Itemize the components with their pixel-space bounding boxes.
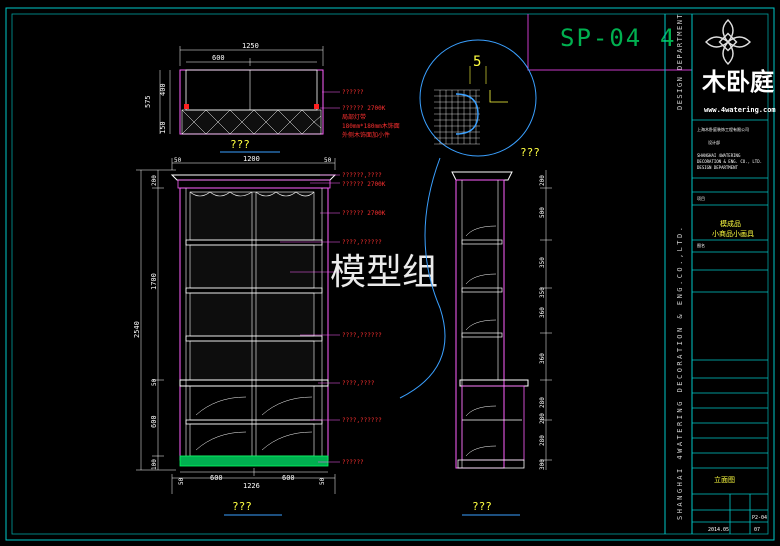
note-plan-1: ?????? <box>342 89 364 96</box>
watermark: 模型组 <box>330 252 438 293</box>
note-front-4: ????,?????? <box>342 239 382 246</box>
front-dim-bottom-right-margin: 50 <box>319 477 326 485</box>
drawing-name: 立面图 <box>714 475 735 484</box>
project-name-2: 小商品小画具 <box>712 229 754 238</box>
side-dim-4: 350 <box>539 287 546 298</box>
company-en1: SHANGHAI 4WATERING <box>697 153 741 158</box>
front-dim-bottom-total: 1226 <box>243 482 260 490</box>
side-dim-2: 500 <box>539 207 546 218</box>
project-label: 项目 <box>697 195 705 201</box>
front-dim-left-margin: 50 <box>174 157 182 164</box>
front-dim-bottom-left-margin: 50 <box>178 477 185 485</box>
front-dim-upper-height: 1700 <box>150 273 158 290</box>
sheet-number-suffix: 4 <box>660 24 674 52</box>
front-dim-shelf: 50 <box>151 378 158 386</box>
brand-chars: 木卧庭 <box>701 68 774 96</box>
note-front-8: ?????? <box>342 459 364 466</box>
company-en3: DESIGN DEPARTMENT <box>697 165 739 170</box>
front-dim-total-height: 2540 <box>133 321 141 338</box>
note-front-1: ??????,???? <box>342 172 382 179</box>
brand-logo: 木卧庭 www.4watering.com <box>701 19 776 114</box>
front-elevation <box>170 174 337 467</box>
note-front-5: ????,?????? <box>342 332 382 339</box>
side-dim-7: 280 <box>539 397 546 408</box>
note-plan-2: ?????? 2700K <box>342 105 386 112</box>
drawing-rev: 07 <box>754 527 760 533</box>
front-dim-width: 1200 <box>243 155 260 163</box>
front-dim-crown: 200 <box>151 175 158 186</box>
side-dim-1: 200 <box>539 175 546 186</box>
side-dim-5: 360 <box>539 307 546 318</box>
plan-dim-width: 1250 <box>242 42 259 50</box>
note-front-7: ????,?????? <box>342 417 382 424</box>
plan-dim-base: 150 <box>159 121 167 134</box>
side-elevation <box>451 170 547 470</box>
note-plan-4: 180mm*180mm木饰面 <box>342 122 400 130</box>
sheet-number: SP-04 <box>560 24 642 52</box>
note-front-6: ????,???? <box>342 380 375 387</box>
side-dimension-ticks <box>540 187 552 461</box>
vertical-dept-name: DESIGN DEPARTMENT <box>676 13 684 110</box>
side-dim-3: 350 <box>539 257 546 268</box>
side-dim-6: 360 <box>539 353 546 364</box>
side-dim-10: 300 <box>539 459 546 470</box>
company-cn: 上海木卧庭装饰工程有限公司 <box>697 126 749 132</box>
side-dim-9: 280 <box>539 435 546 446</box>
side-bottom-title: ??? <box>472 500 492 513</box>
front-dim-right-margin: 50 <box>324 157 332 164</box>
company-en2: DECORATION & ENG. CO., LTD. <box>697 159 762 164</box>
front-title: ??? <box>232 500 252 513</box>
brand-url: www.4watering.com <box>704 106 776 114</box>
drawing-label: 图名 <box>697 242 705 248</box>
project-name-1: 模成品 <box>720 219 741 228</box>
sheet-number-box <box>527 14 692 71</box>
note-plan-3: 局部灯带 <box>342 113 366 121</box>
note-front-3: ?????? 2700K <box>342 210 386 217</box>
plan-dim-depth-inner: 400 <box>159 83 167 96</box>
plan-dim-depth: 575 <box>144 95 152 108</box>
front-dim-lower-height: 600 <box>150 415 158 428</box>
detail-number: 5 <box>473 54 481 70</box>
title-block <box>664 14 768 534</box>
drawing-date: 2014.05 <box>708 527 729 533</box>
plan-dim-inner: 600 <box>212 54 225 62</box>
front-dim-bottom-right: 600 <box>282 474 295 482</box>
sheet-inner-border <box>11 13 769 535</box>
note-front-2: ?????? 2700K <box>342 181 386 188</box>
plan-view <box>159 46 324 135</box>
sheet-border <box>5 7 775 541</box>
side-dim-8: 280 <box>539 413 546 424</box>
note-plan-5: 外侧木饰面加小件 <box>342 131 390 139</box>
detail-callout <box>399 39 537 399</box>
note-leaders <box>280 91 340 463</box>
front-dim-base: 100 <box>151 459 158 470</box>
company-cn2: 设计部 <box>708 139 720 145</box>
vertical-company-name: SHANGHAI 4WATERING DECORATION & ENG.CO.,… <box>676 225 684 520</box>
front-dimension-lines <box>136 158 336 494</box>
drawing-sheet-no: P2-04 <box>752 515 767 521</box>
plan-title: ??? <box>230 138 250 151</box>
side-top-title: ??? <box>520 146 540 159</box>
front-dim-bottom-left: 600 <box>210 474 223 482</box>
